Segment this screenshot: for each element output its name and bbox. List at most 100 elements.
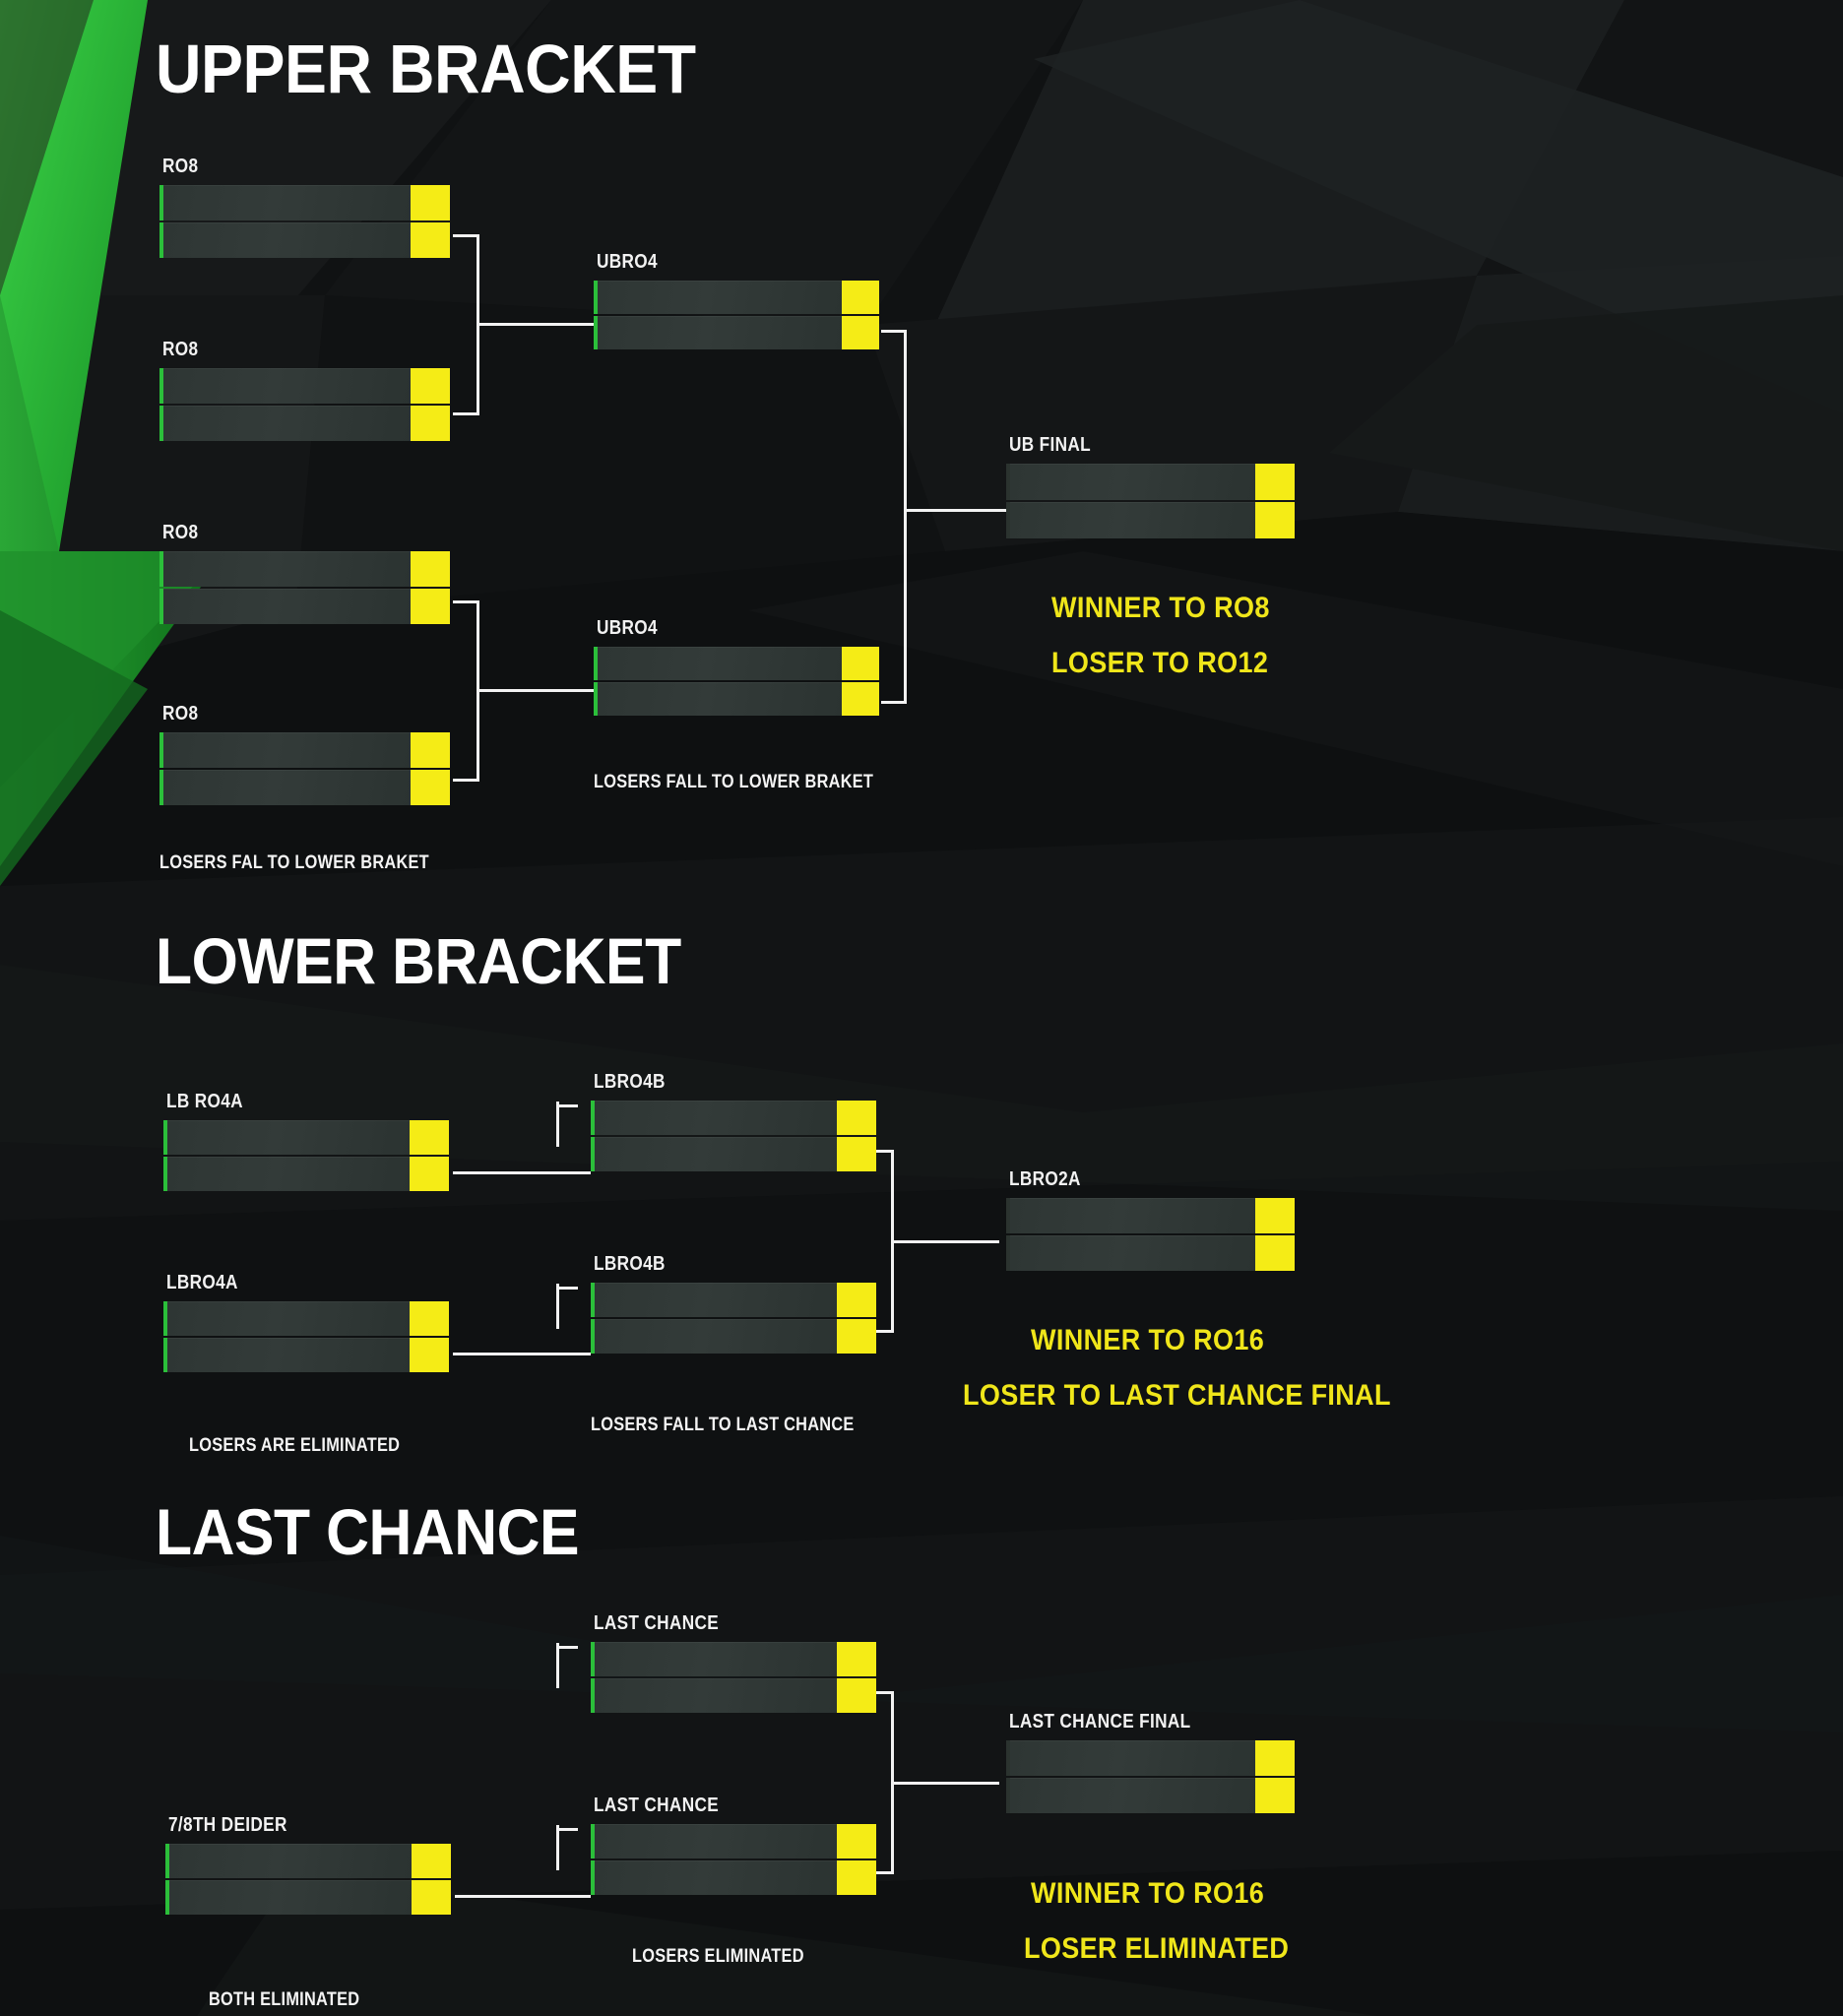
slot-score-box [837, 1137, 876, 1171]
slot-accent-bar [1006, 464, 1010, 500]
slot-team-name [1010, 1778, 1255, 1813]
match-slot[interactable] [159, 368, 450, 404]
match-lb-ro4b-1[interactable]: LBRO4B [591, 1071, 876, 1171]
caption-lb-eliminated: LOSERS ARE ELIMINATED [189, 1435, 401, 1456]
slot-accent-bar [159, 770, 163, 805]
slot-team-name [163, 732, 411, 768]
match-slot[interactable] [159, 185, 450, 220]
match-label: LAST CHANCE [594, 1612, 720, 1634]
match-lb-ro4a-1[interactable]: LB RO4A [163, 1091, 449, 1191]
match-ub-ro8-2[interactable]: RO8 [159, 339, 450, 441]
slot-score-box [1255, 1778, 1295, 1813]
match-slot[interactable] [591, 1101, 876, 1135]
match-ub-ro8-1[interactable]: RO8 [159, 156, 450, 258]
match-lb-ro4b-2[interactable]: LBRO4B [591, 1253, 876, 1354]
slot-score-box [1255, 1198, 1295, 1233]
match-lc-final[interactable]: LAST CHANCE FINAL [1006, 1711, 1295, 1813]
match-slot[interactable] [591, 1137, 876, 1171]
match-lc-deider[interactable]: 7/8TH DEIDER [165, 1814, 451, 1915]
match-label: UB FINAL [1009, 434, 1092, 456]
match-label: LBRO4B [594, 1253, 666, 1275]
match-slot[interactable] [1006, 1740, 1295, 1776]
match-slot[interactable] [591, 1678, 876, 1713]
slot-team-name [598, 647, 842, 680]
match-lc-2[interactable]: LAST CHANCE [591, 1795, 876, 1895]
connector-lb-row1 [453, 1171, 591, 1174]
match-slot[interactable] [591, 1319, 876, 1354]
match-lb-ro2a[interactable]: LBRO2A [1006, 1168, 1295, 1271]
slot-accent-bar [159, 732, 163, 768]
slot-team-name [1010, 464, 1255, 500]
match-lb-ro4a-2[interactable]: LBRO4A [163, 1272, 449, 1372]
slot-accent-bar [591, 1824, 595, 1858]
match-slot[interactable] [163, 1301, 449, 1336]
match-ub-final[interactable]: UB FINAL [1006, 434, 1295, 538]
connector-lb-row2-elbow-h [556, 1287, 578, 1290]
match-slot[interactable] [159, 770, 450, 805]
match-slot[interactable] [594, 281, 879, 314]
slot-accent-bar [594, 647, 598, 680]
slot-team-name [598, 682, 842, 716]
match-slot[interactable] [591, 1860, 876, 1895]
match-slot[interactable] [594, 316, 879, 349]
match-slot[interactable] [163, 1338, 449, 1372]
slot-accent-bar [1006, 502, 1010, 538]
slot-team-name [163, 551, 411, 587]
slot-team-name [167, 1301, 410, 1336]
match-slot[interactable] [1006, 502, 1295, 538]
slot-team-name [169, 1844, 412, 1878]
match-slot[interactable] [1006, 1198, 1295, 1233]
match-ub-ro8-4[interactable]: RO8 [159, 703, 450, 805]
match-slot[interactable] [165, 1880, 451, 1915]
note-lc-winner: WINNER TO RO16 [1031, 1877, 1265, 1910]
match-slot[interactable] [159, 222, 450, 258]
match-ub-ro8-3[interactable]: RO8 [159, 522, 450, 624]
slot-accent-bar [591, 1137, 595, 1171]
slot-team-name [167, 1120, 410, 1155]
slot-score-box [842, 281, 879, 314]
match-slot[interactable] [594, 682, 879, 716]
slot-accent-bar [1006, 1740, 1010, 1776]
slot-accent-bar [1006, 1198, 1010, 1233]
match-slot[interactable] [159, 589, 450, 624]
slot-accent-bar [1006, 1778, 1010, 1813]
note-lb-loser: LOSER TO LAST CHANCE FINAL [963, 1379, 1391, 1412]
connector-lc-final-in1 [870, 1691, 894, 1694]
match-label: UBRO4 [597, 617, 658, 639]
slot-team-name [595, 1137, 837, 1171]
match-slot[interactable] [1006, 1778, 1295, 1813]
match-ub-ubro4-2[interactable]: UBRO4 [594, 617, 879, 716]
slot-score-box [411, 406, 450, 441]
match-slot[interactable] [1006, 1235, 1295, 1271]
match-slot[interactable] [159, 732, 450, 768]
note-ub-loser: LOSER TO RO12 [1051, 647, 1269, 679]
match-slot[interactable] [165, 1844, 451, 1878]
slot-score-box [410, 1157, 449, 1191]
match-slot[interactable] [163, 1157, 449, 1191]
slot-accent-bar [591, 1283, 595, 1317]
slot-score-box [837, 1860, 876, 1895]
slot-team-name [163, 222, 411, 258]
slot-accent-bar [591, 1678, 595, 1713]
slot-team-name [1010, 1235, 1255, 1271]
match-slot[interactable] [159, 551, 450, 587]
slot-team-name [598, 281, 842, 314]
slot-accent-bar [159, 551, 163, 587]
slot-score-box [411, 185, 450, 220]
match-slot[interactable] [591, 1642, 876, 1676]
match-slot[interactable] [591, 1283, 876, 1317]
connector-ub-final-out [904, 509, 1007, 512]
match-slot[interactable] [594, 647, 879, 680]
match-slot[interactable] [159, 406, 450, 441]
match-slot[interactable] [1006, 464, 1295, 500]
match-lc-1[interactable]: LAST CHANCE [591, 1612, 876, 1713]
connector-lc-final-in2 [870, 1871, 894, 1874]
match-ub-ubro4-1[interactable]: UBRO4 [594, 251, 879, 349]
slot-score-box [837, 1319, 876, 1354]
caption-lb-last-chance: LOSERS FALL TO LAST CHANCE [591, 1415, 855, 1435]
match-slot[interactable] [163, 1120, 449, 1155]
match-slot[interactable] [591, 1824, 876, 1858]
section-title-lower-bracket: LOWER BRACKET [156, 924, 681, 997]
slot-score-box [1255, 464, 1295, 500]
